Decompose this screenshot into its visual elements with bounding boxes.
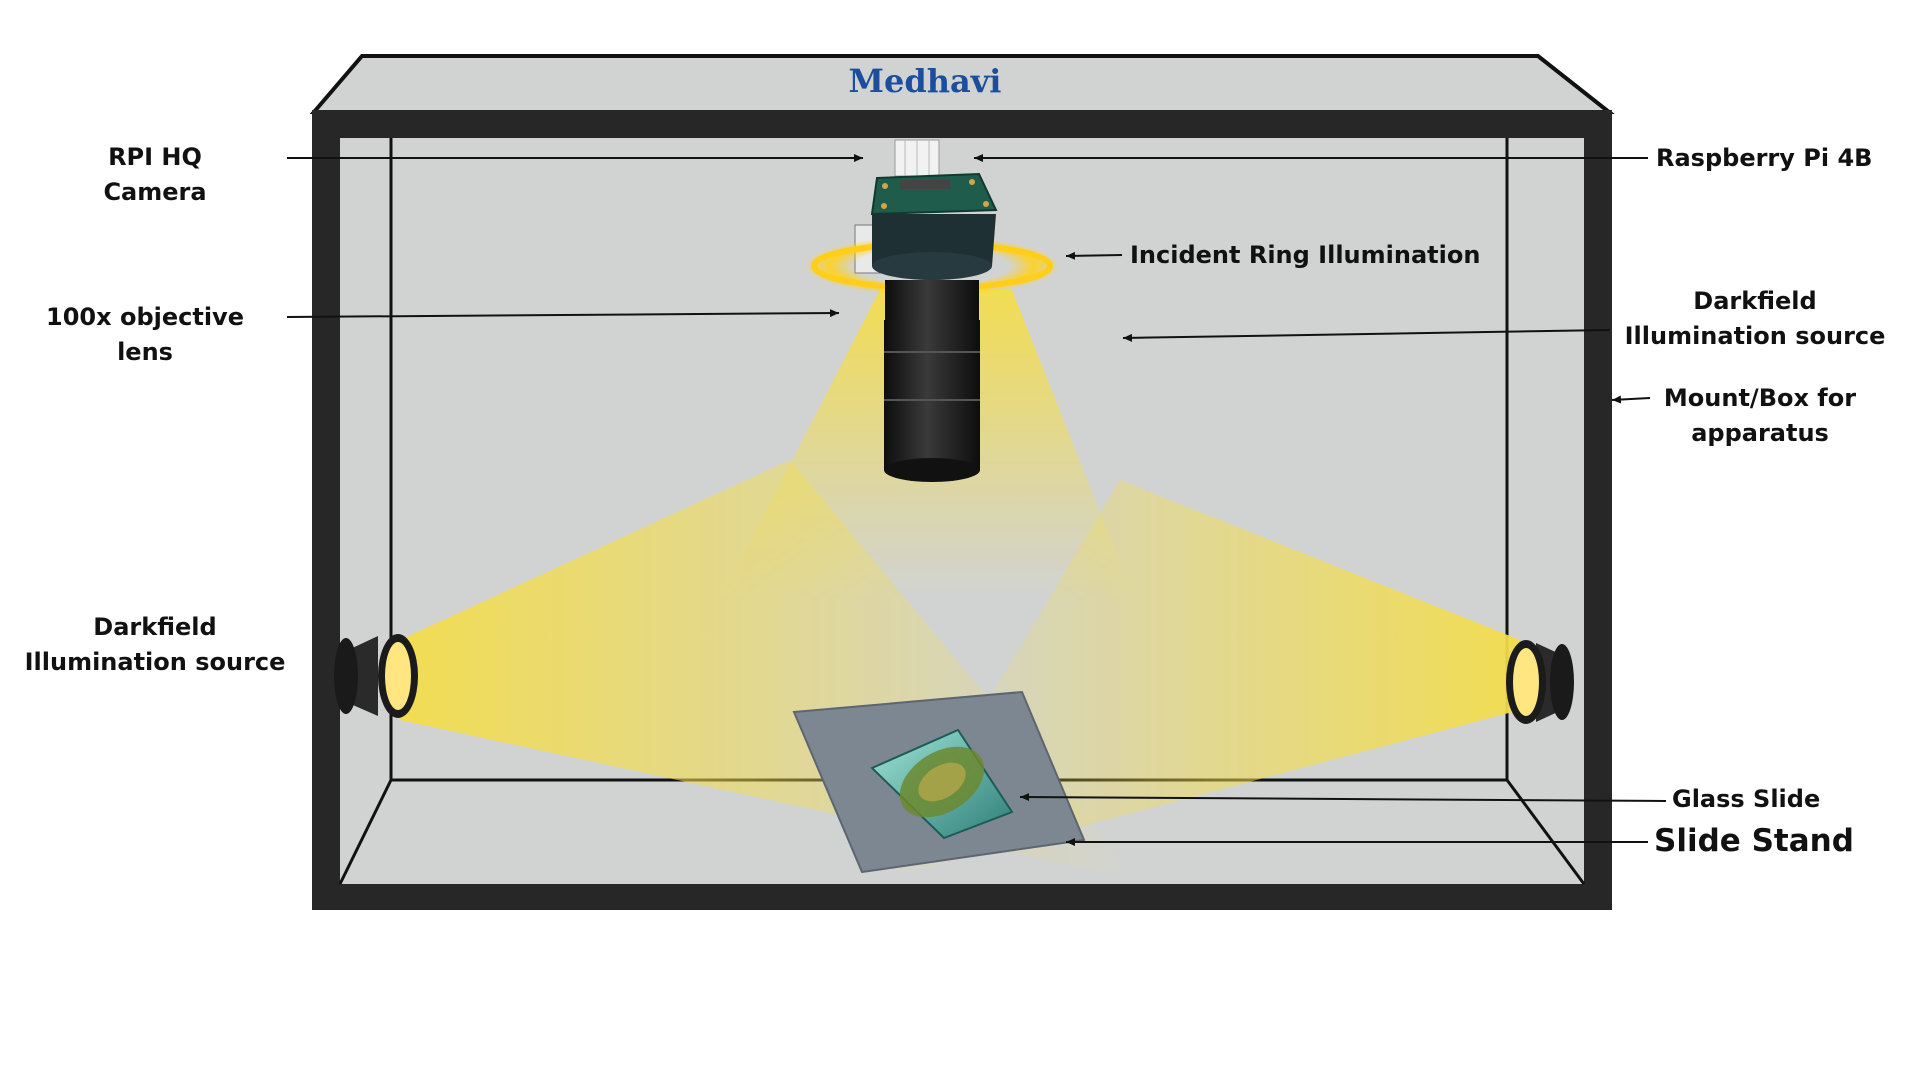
darkfield-light-icon-right xyxy=(1506,640,1574,724)
leader-lines xyxy=(286,154,1667,846)
objective-lens-icon xyxy=(872,214,996,482)
leader-mount-box xyxy=(1611,395,1651,404)
label-mount-box: Mount/Box for apparatus xyxy=(1663,384,1857,447)
label-slide-stand: Slide Stand xyxy=(1654,823,1854,859)
label-ring-illumination: Incident Ring Illumination xyxy=(1130,241,1481,269)
label-darkfield-right: Darkfield Illumination source xyxy=(1624,287,1886,350)
leader-darkfield-right xyxy=(1122,329,1611,342)
label-rpi-hq-camera: RPI HQ Camera xyxy=(103,143,207,206)
leader-glass-slide xyxy=(1019,793,1667,802)
label-objective-lens: 100x objective lens xyxy=(46,303,244,366)
label-darkfield-left: Darkfield Illumination source xyxy=(24,613,286,676)
leader-ring-illumination xyxy=(1065,251,1123,260)
brand-logo: Medhavi xyxy=(848,62,1002,100)
camera-board-icon xyxy=(854,139,998,274)
label-glass-slide: Glass Slide xyxy=(1672,785,1821,813)
darkfield-light-icon xyxy=(334,634,418,718)
glass-slide-icon xyxy=(870,728,1014,840)
leader-objective-lens xyxy=(286,309,840,318)
label-raspberry-pi: Raspberry Pi 4B xyxy=(1656,144,1873,172)
